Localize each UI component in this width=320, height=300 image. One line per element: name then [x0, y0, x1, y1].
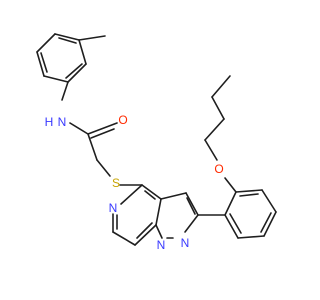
- bond: [184, 214, 199, 233]
- bond: [40, 52, 48, 73]
- bond: [36, 51, 45, 77]
- bond: [239, 193, 259, 197]
- bond: [224, 177, 237, 193]
- bond: [224, 214, 239, 239]
- bond: [237, 235, 265, 239]
- bond: [65, 63, 83, 79]
- bond: [144, 190, 156, 200]
- bond: [58, 37, 77, 44]
- atom-n-pyrazine: N: [109, 201, 118, 215]
- bond: [78, 35, 106, 41]
- bond: [134, 224, 157, 246]
- bond: [185, 192, 199, 216]
- atom-n-pyrazole: N: [181, 236, 190, 250]
- bond: [160, 192, 187, 200]
- bond: [78, 39, 87, 65]
- bond: [90, 128, 115, 139]
- bond: [43, 75, 69, 83]
- atom-s: S: [112, 176, 120, 190]
- bond: [260, 212, 272, 233]
- bond: [186, 197, 196, 215]
- bond: [155, 224, 163, 239]
- bond: [235, 189, 263, 193]
- atom-labels: H N O S O N N N: [45, 113, 224, 252]
- bond: [67, 63, 87, 83]
- atom-h-amide: H: [45, 115, 54, 129]
- atom-o-carbonyl: O: [118, 113, 127, 127]
- bond: [155, 198, 162, 226]
- bond: [54, 33, 80, 41]
- molecule-diagram: H N O S O N N N: [36, 33, 277, 252]
- bond: [112, 231, 136, 246]
- bond: [204, 139, 218, 161]
- bond: [96, 159, 111, 177]
- bond: [224, 191, 237, 216]
- bond: [61, 81, 69, 101]
- bond: [136, 222, 153, 239]
- bonds: [36, 33, 277, 246]
- bond: [229, 213, 242, 234]
- bond: [69, 122, 89, 135]
- bond: [211, 96, 225, 120]
- atom-o-ether: O: [214, 162, 223, 176]
- atom-n-bridge: N: [157, 238, 166, 252]
- bond: [261, 189, 277, 213]
- bond: [263, 211, 277, 237]
- bond: [141, 184, 162, 200]
- bond: [87, 133, 98, 161]
- bond: [36, 33, 56, 53]
- bond: [87, 122, 118, 135]
- bond: [204, 118, 225, 141]
- bond: [211, 75, 231, 98]
- atom-n-amide: N: [58, 115, 67, 129]
- bond: [120, 184, 143, 205]
